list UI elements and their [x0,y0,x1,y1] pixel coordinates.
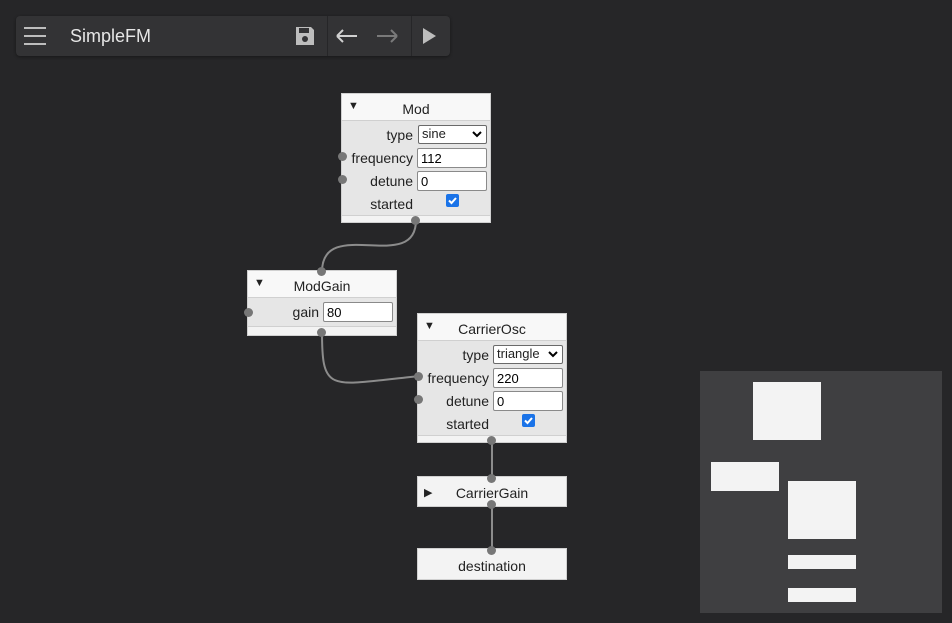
collapse-triangle-icon[interactable]: ▼ [348,100,359,112]
type-label: type [462,347,489,363]
detune-label: detune [370,173,413,189]
minimap-node-modgain [711,462,779,491]
node-title: CarrierOsc [458,321,526,337]
minimap[interactable] [700,371,942,613]
node-header[interactable]: ▼ Mod [342,94,490,120]
play-icon[interactable] [415,22,443,50]
chevron-down-icon [472,131,482,138]
node-carrierosc[interactable]: ▼ CarrierOsc type triangle frequency det… [417,313,567,443]
output-port[interactable] [487,436,496,445]
started-label: started [446,416,489,432]
started-label: started [370,196,413,212]
node-title: destination [458,558,526,574]
checkmark-icon [448,197,457,205]
expand-triangle-icon[interactable]: ▶ [424,487,433,499]
node-title: ModGain [293,278,351,294]
started-checkbox[interactable] [522,414,535,427]
node-mod[interactable]: ▼ Mod type sine frequency detune started [341,93,491,223]
node-modgain[interactable]: ▼ ModGain gain [247,270,397,336]
wire-modgain-to-carrierosc-frequency [321,331,421,384]
type-value: sine [422,126,446,141]
minimap-node-carriergain [788,555,856,569]
minimap-node-mod [753,382,821,440]
detune-input-port[interactable] [414,395,423,404]
type-select[interactable]: triangle [493,345,563,364]
menu-icon[interactable] [24,26,46,46]
frequency-input[interactable] [417,148,487,168]
input-port[interactable] [487,546,496,555]
app-title: SimpleFM [70,26,152,46]
node-header[interactable]: ▼ ModGain [248,271,396,297]
detune-input[interactable] [417,171,487,191]
output-port[interactable] [487,500,496,509]
node-header[interactable]: destination [418,549,566,579]
type-label: type [386,127,413,143]
frequency-label: frequency [351,150,413,166]
frequency-input[interactable] [493,368,563,388]
node-header[interactable]: ▼ CarrierOsc [418,314,566,340]
minimap-node-carrierosc [788,481,856,539]
started-checkbox[interactable] [446,194,459,207]
checkmark-icon [524,417,533,425]
type-value: triangle [497,346,540,361]
frequency-input-port[interactable] [338,152,347,161]
toolbar: SimpleFM [16,16,450,56]
collapse-triangle-icon[interactable]: ▼ [254,277,265,289]
minimap-node-destination [788,588,856,602]
output-port[interactable] [411,216,420,225]
collapse-triangle-icon[interactable]: ▼ [424,320,435,332]
input-port[interactable] [317,267,326,276]
frequency-label: frequency [427,370,489,386]
frequency-input-port[interactable] [414,372,423,381]
input-port[interactable] [487,474,496,483]
type-select[interactable]: sine [418,125,487,144]
detune-input-port[interactable] [338,175,347,184]
detune-input[interactable] [493,391,563,411]
save-icon[interactable] [291,22,319,50]
detune-label: detune [446,393,489,409]
wire-mod-to-modgain [321,219,417,273]
undo-icon[interactable] [333,22,361,50]
gain-input[interactable] [323,302,393,322]
gain-input-port[interactable] [244,308,253,317]
chevron-down-icon [548,351,558,358]
gain-label: gain [292,304,319,320]
output-port[interactable] [317,328,326,337]
redo-icon[interactable] [373,22,401,50]
node-title: Mod [402,101,430,117]
node-title: CarrierGain [455,485,529,501]
